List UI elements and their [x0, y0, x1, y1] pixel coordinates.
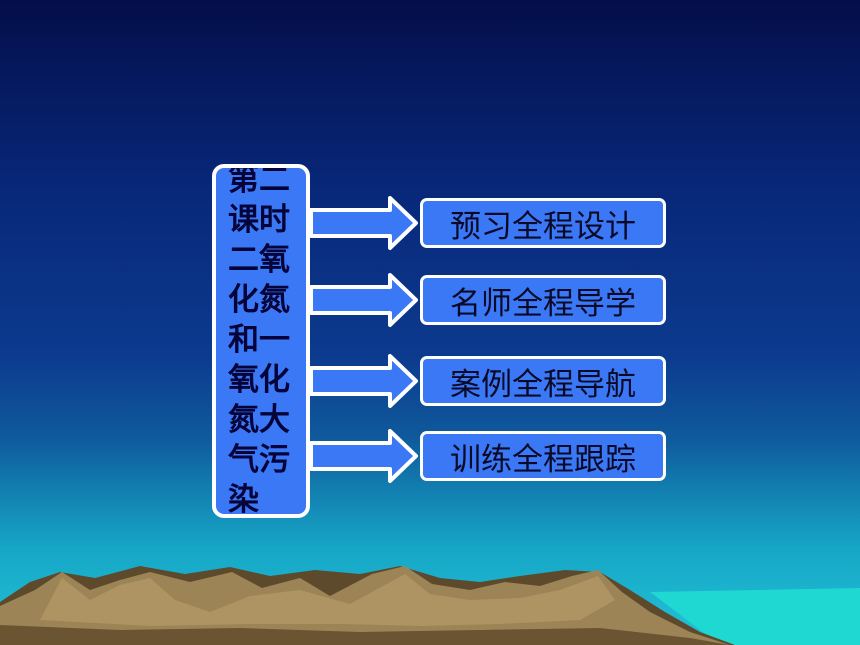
menu-button-teacher-guide[interactable]: 名师全程导学 [420, 275, 666, 325]
arrow-right-icon [309, 354, 418, 408]
menu-label: 预习全程设计 [450, 208, 636, 245]
lesson-title-box: 第二课时二氧化氮和一氧化氮大气污染 [212, 164, 310, 518]
menu-button-case-navigation[interactable]: 案例全程导航 [420, 356, 666, 406]
menu-label: 名师全程导学 [450, 285, 636, 322]
menu-label: 案例全程导航 [450, 366, 636, 403]
arrow-right-icon [309, 429, 418, 483]
menu-button-preview-design[interactable]: 预习全程设计 [420, 198, 666, 248]
menu-button-training-tracking[interactable]: 训练全程跟踪 [420, 431, 666, 481]
lesson-title: 第二课时二氧化氮和一氧化氮大气污染 [228, 164, 290, 518]
arrow-right-icon [309, 273, 418, 327]
menu-label: 训练全程跟踪 [450, 441, 636, 478]
mountain-highlight [40, 574, 615, 626]
arrow-right-icon [309, 196, 418, 250]
mountain-base [0, 625, 730, 645]
sea-strip [650, 588, 860, 645]
